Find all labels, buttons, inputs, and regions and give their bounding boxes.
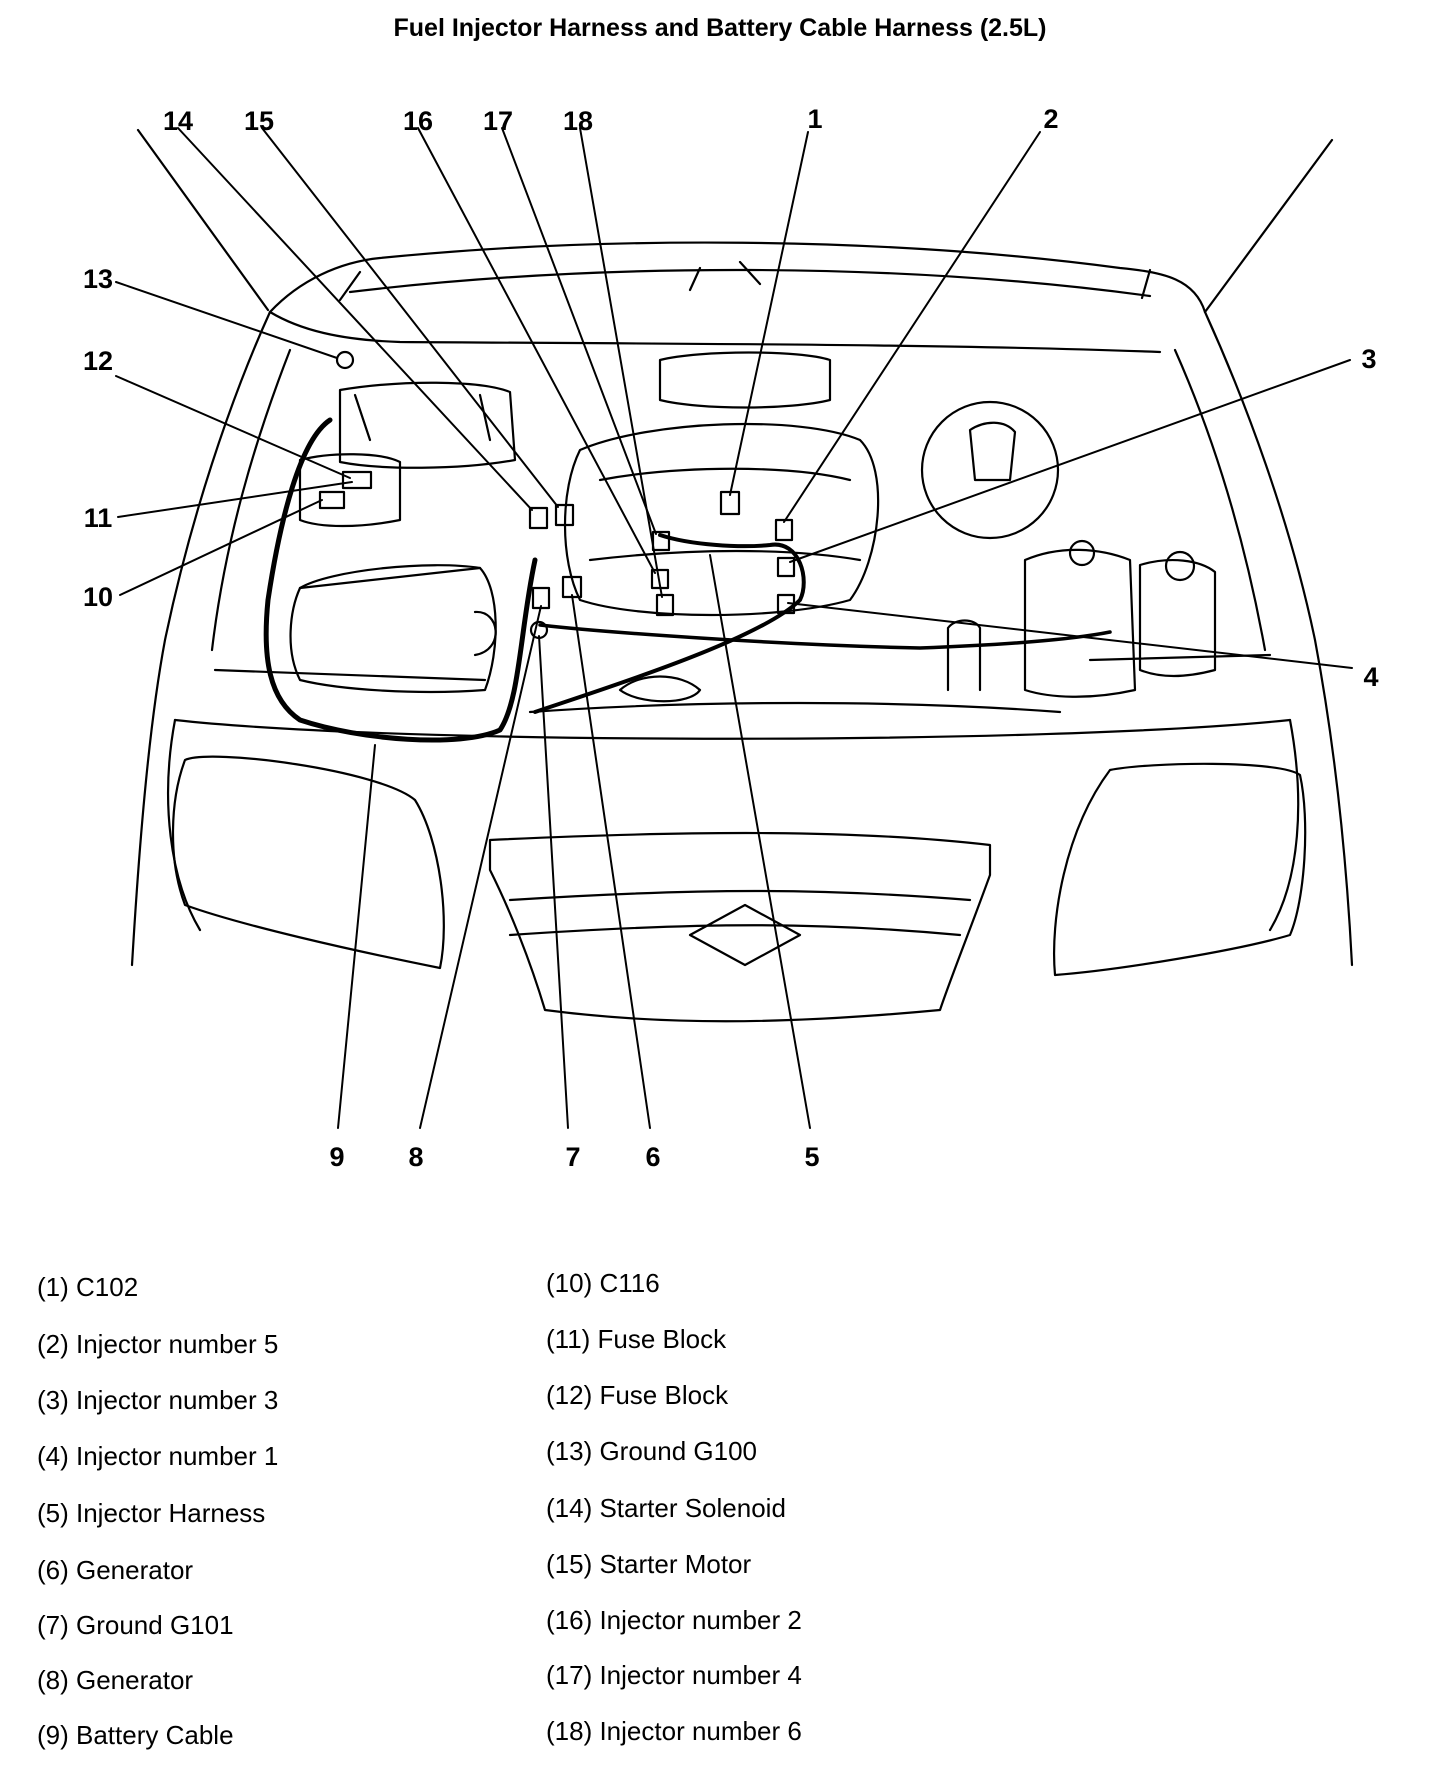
left-headlamp (171, 755, 445, 970)
intake-manifold (563, 422, 880, 617)
connector-injector-6 (655, 593, 675, 617)
emblem (688, 903, 802, 967)
grille (488, 831, 992, 1023)
callout-16: 16 (403, 106, 433, 136)
callout-8: 8 (408, 1142, 423, 1172)
callout-7: 7 (565, 1142, 580, 1172)
left-fender (130, 310, 272, 967)
ground-g100 (335, 350, 355, 370)
hood-prop-right (1203, 138, 1334, 314)
legend-item-17: (17) Injector number 4 (546, 1660, 802, 1690)
callout-2: 2 (1043, 104, 1058, 134)
callout-5: 5 (804, 1142, 819, 1172)
coolant-reservoir (1023, 548, 1137, 698)
callout-12: 12 (83, 346, 113, 376)
legend-item-2: (2) Injector number 5 (37, 1329, 279, 1359)
callout-18: 18 (563, 106, 593, 136)
callout-10: 10 (83, 582, 113, 612)
callout-15: 15 (244, 106, 274, 136)
radiator-cap (618, 675, 702, 703)
front-fascia (173, 718, 1292, 740)
battery (338, 381, 517, 469)
legend-item-18: (18) Injector number 6 (546, 1716, 802, 1746)
legend-item-3: (3) Injector number 3 (37, 1385, 279, 1415)
hood-inner-edge (348, 268, 1152, 298)
legend-item-9: (9) Battery Cable (37, 1720, 234, 1750)
hood-outline (268, 241, 1207, 314)
hood-fold (268, 310, 1162, 354)
callout-4: 4 (1363, 662, 1378, 692)
right-headlamp (1052, 762, 1307, 977)
engine-compartment-diagram: 1 2 3 4 5 6 7 8 9 10 11 12 13 14 15 16 1… (83, 104, 1379, 1172)
legend-item-6: (6) Generator (37, 1555, 194, 1585)
legend-item-15: (15) Starter Motor (546, 1549, 752, 1579)
callout-6: 6 (645, 1142, 660, 1172)
connector-injector-5 (774, 518, 794, 542)
washer-reservoir (1138, 559, 1217, 678)
oil-filler (946, 619, 982, 692)
legend-item-11: (11) Fuse Block (546, 1324, 727, 1354)
brake-booster (920, 400, 1060, 540)
right-fender (1203, 310, 1354, 967)
callout-14: 14 (163, 106, 193, 136)
connector-injector-3 (776, 556, 796, 578)
legend-item-7: (7) Ground G101 (37, 1610, 234, 1640)
hood-prop-left (136, 128, 270, 312)
connector-starter-solenoid (528, 506, 549, 530)
fuse-block-housing (298, 453, 402, 528)
callout-1: 1 (807, 104, 822, 134)
diagram-title: Fuel Injector Harness and Battery Cable … (393, 14, 1047, 42)
legend-item-10: (10) C116 (546, 1268, 660, 1298)
connector-c116 (318, 490, 346, 510)
legend-item-8: (8) Generator (37, 1665, 194, 1695)
callout-17: 17 (483, 106, 513, 136)
legend-item-5: (5) Injector Harness (37, 1498, 266, 1528)
callout-11: 11 (84, 503, 113, 533)
legend-item-4: (4) Injector number 1 (37, 1441, 279, 1471)
legend-item-1: (1) C102 (37, 1272, 139, 1302)
legend-item-12: (12) Fuse Block (546, 1380, 729, 1410)
engine-cover (658, 351, 832, 409)
callout-3: 3 (1361, 344, 1376, 374)
legend-item-13: (13) Ground G100 (546, 1436, 758, 1466)
callout-13: 13 (83, 264, 113, 294)
legend-item-14: (14) Starter Solenoid (546, 1493, 786, 1523)
callout-9: 9 (329, 1142, 344, 1172)
legend-item-16: (16) Injector number 2 (546, 1605, 802, 1635)
connector-fuse-block-12 (341, 470, 373, 490)
connector-starter-motor (554, 503, 575, 527)
air-cleaner-box (289, 564, 497, 694)
injector-harness (533, 533, 806, 714)
